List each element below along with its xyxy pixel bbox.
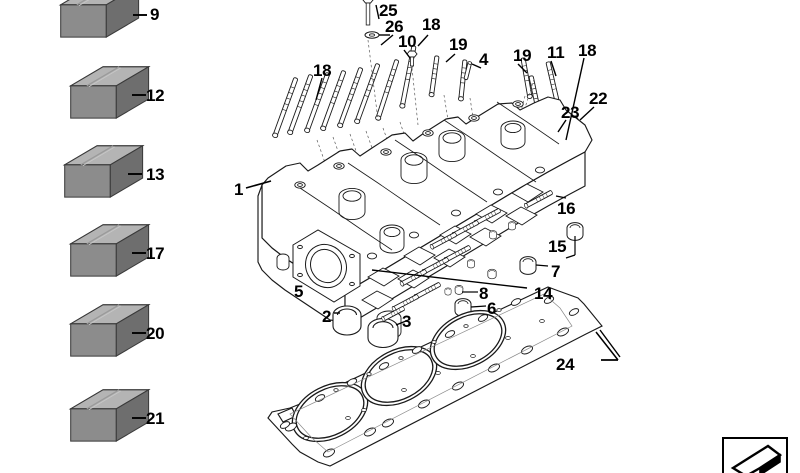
leader-1 (245, 180, 272, 189)
callout-13-part_boxes-2: 13 (146, 165, 165, 184)
callout-26-callouts-1: 26 (385, 17, 404, 36)
callout-7-callouts-15: 7 (551, 262, 561, 281)
callout-21-part_boxes-5: 21 (146, 409, 165, 428)
callout-25-callouts-0: 25 (379, 1, 398, 20)
part-box-13 (64, 145, 144, 198)
part-box-20 (70, 304, 150, 357)
callout-18-callouts-2: 18 (422, 15, 441, 34)
part-2-seal (332, 305, 362, 336)
callout-22-callouts-9: 22 (589, 89, 608, 108)
callout-19-callouts-4: 19 (449, 35, 468, 54)
callout-20-part_boxes-4: 20 (146, 324, 165, 343)
part-box-group (60, 0, 150, 442)
callout-10-callouts-3: 10 (398, 32, 417, 51)
part-box-21 (70, 389, 150, 442)
callout-17-part_boxes-3: 17 (146, 244, 165, 263)
callout-11-callouts-7: 11 (547, 43, 565, 62)
part-box-9 (60, 0, 140, 38)
callout-4-callouts-5: 4 (479, 50, 489, 69)
callout-1-callouts-12: 1 (234, 180, 244, 199)
callout-23-callouts-10: 23 (561, 103, 580, 122)
top-leaders (315, 4, 595, 141)
head-gasket (267, 286, 621, 467)
callout-18-callouts-8: 18 (578, 41, 597, 60)
callout-12-part_boxes-1: 12 (146, 86, 165, 105)
callout-16-callouts-13: 16 (557, 199, 576, 218)
valve-stud-group (271, 0, 579, 143)
callout-8-callouts-17: 8 (479, 284, 489, 303)
leader-24 (595, 331, 619, 361)
part-box-17 (70, 224, 150, 277)
callout-18-callouts-11: 18 (313, 61, 332, 80)
callout-6-callouts-18: 6 (487, 299, 497, 318)
part-3-seal (367, 317, 399, 348)
callout-15-callouts-14: 15 (548, 237, 567, 256)
callout-3-callouts-21: 3 (402, 312, 412, 331)
part-box-12 (70, 66, 150, 119)
part-box-leaders (128, 14, 147, 419)
head-bolt-group (371, 189, 584, 323)
corner-box-icon-art (722, 437, 788, 473)
callout-2-callouts-20: 2 (322, 307, 332, 326)
callout-9-part_boxes-0: 9 (150, 5, 160, 24)
callout-14-callouts-16: 14 (534, 284, 553, 303)
callout-24-callouts-22: 24 (556, 355, 575, 374)
callout-19-callouts-6: 19 (513, 46, 532, 65)
callout-5-callouts-19: 5 (294, 282, 304, 301)
leader-3 (395, 320, 407, 326)
